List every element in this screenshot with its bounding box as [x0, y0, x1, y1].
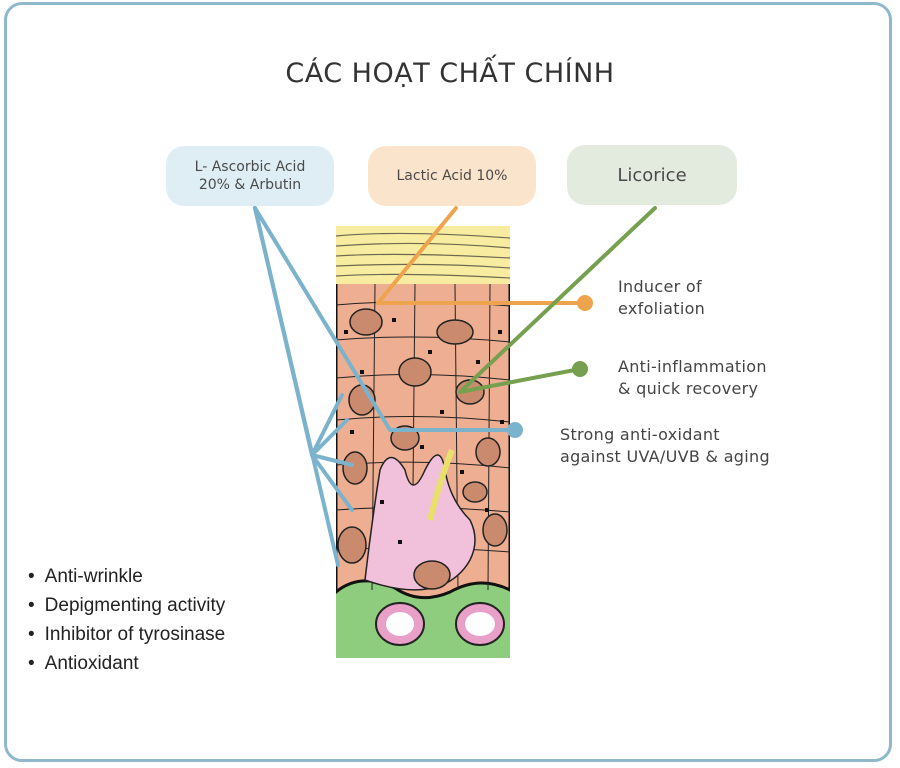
corneum-lines — [336, 232, 510, 279]
benefit-item: Inhibitor of tyrosinase — [28, 620, 226, 649]
benefit-item: Antioxidant — [28, 649, 225, 678]
ascorbic-connector-lines — [253, 206, 517, 567]
benefit-item: Anti-wrinkle — [28, 562, 225, 591]
inflammation-dot — [572, 361, 588, 377]
ingredient-label: Licorice — [617, 164, 687, 186]
card-frame — [4, 2, 892, 762]
capillaries — [375, 602, 505, 646]
lactic-connector-lines — [376, 206, 587, 305]
ingredient-label: Lactic Acid 10% — [396, 168, 508, 184]
ingredient-licorice: Licorice — [567, 145, 737, 205]
page-title: CÁC HOẠT CHẤT CHÍNH — [285, 58, 615, 89]
antioxidant-dot — [507, 422, 523, 438]
effect-exfoliation: Inducer of exfoliation — [618, 277, 706, 318]
melanocyte-nucleus — [413, 560, 451, 590]
effect-anti-inflammation: Anti-inflammation & quick recovery — [618, 357, 767, 398]
benefit-item: Depigmenting activity — [28, 591, 226, 620]
ingredient-ascorbic-arbutin: L- Ascorbic Acid 20% & Arbutin — [166, 146, 334, 206]
licorice-connector-lines — [458, 206, 657, 394]
skin-cross-section — [336, 226, 510, 658]
melanin-dendrite — [427, 448, 455, 521]
exfoliation-dot — [577, 295, 593, 311]
benefits-list: Anti-wrinkle Depigmenting activity Inhib… — [28, 562, 226, 678]
melanin-granules — [344, 318, 504, 544]
ingredient-label: L- Ascorbic Acid 20% & Arbutin — [194, 158, 306, 193]
ingredient-lactic-acid: Lactic Acid 10% — [368, 146, 536, 206]
cell-nuclei — [337, 308, 508, 564]
effect-anti-oxidant: Strong anti-oxidant against UVA/UVB & ag… — [560, 425, 770, 466]
